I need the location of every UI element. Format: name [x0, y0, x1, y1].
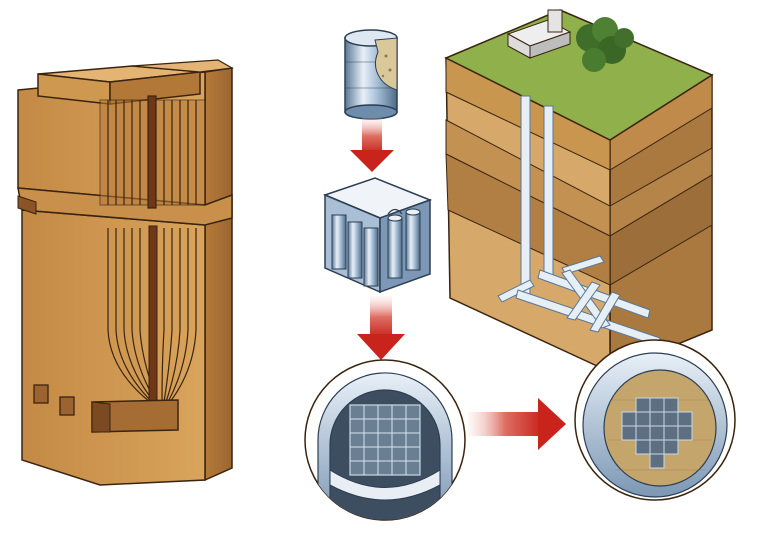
drum-container-icon	[322, 177, 433, 294]
tower-upper-pipes	[99, 95, 206, 209]
sealed-canister-cross-section-icon	[574, 339, 736, 501]
process-arrow-2	[357, 296, 405, 360]
tower-window	[33, 384, 49, 404]
process-arrow-3	[468, 398, 566, 450]
canister-cross-section-icon	[304, 359, 466, 521]
repository-tunnels	[497, 255, 661, 347]
tree-icon	[576, 17, 634, 72]
waste-drum-icon	[344, 29, 398, 120]
storage-tower-icon	[17, 59, 234, 486]
process-arrow-1	[350, 118, 394, 172]
underground-repository-icon	[444, 9, 714, 374]
tower-window	[59, 396, 75, 416]
surface-building	[506, 9, 572, 59]
